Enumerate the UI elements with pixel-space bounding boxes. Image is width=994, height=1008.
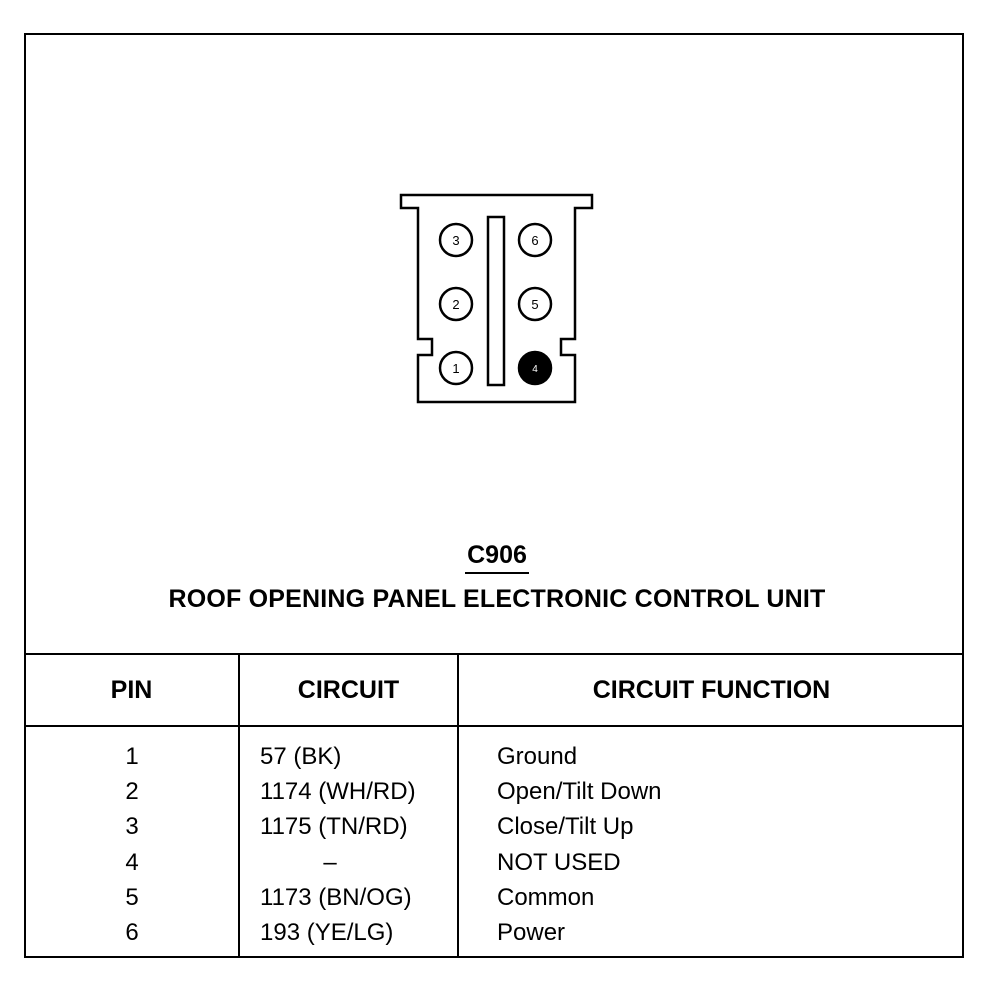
connector-description: ROOF OPENING PANEL ELECTRONIC CONTROL UN… [168,585,826,613]
svg-text:2: 2 [452,297,459,312]
table-row: 6 193 (YE/LG) Power [0,917,994,952]
column-divider-circuit [457,654,459,958]
circuit-cell: 57 (BK) [260,743,342,770]
svg-text:3: 3 [452,233,459,248]
function-cell: NOT USED [497,848,621,876]
svg-text:5: 5 [531,297,538,312]
table-row: 1 57 (BK) Ground [0,741,994,776]
circuit-cell: 1173 (BN/OG) [260,883,412,911]
table-row: 5 1173 (BN/OG) Common [0,882,994,917]
circuit-cell: 1174 (WH/RD) [260,778,416,806]
connector-id: C906 [0,540,994,574]
table-header-separator [24,725,964,727]
svg-text:6: 6 [531,233,538,248]
pin-5: 5 [517,286,553,322]
svg-text:1: 1 [452,361,459,376]
table-row: 2 1174 (WH/RD) Open/Tilt Down [0,776,994,811]
circuit-cell: 193 (YE/LG) [260,918,394,946]
table-body: 1 57 (BK) Ground 2 1174 (WH/RD) Open/Til… [0,741,994,952]
pin-cell: 3 [125,813,139,841]
pin-6: 6 [517,222,553,258]
pin-cell: 6 [125,918,139,946]
svg-text:4: 4 [532,364,538,375]
pin-2: 2 [438,286,474,322]
header-circuit-function: CIRCUIT FUNCTION [592,676,831,704]
pin-cell: 4 [125,848,139,876]
function-cell: Common [497,883,595,911]
table-top-border [24,653,964,655]
table-row: 3 1175 (TN/RD) Close/Tilt Up [0,811,994,846]
function-cell: Close/Tilt Up [497,813,634,841]
header-pin: PIN [110,676,153,704]
circuit-cell: – [323,848,337,876]
column-divider-pin [238,654,240,958]
function-cell: Power [497,918,566,946]
pin-3: 3 [438,222,474,258]
table-row: 4 – NOT USED [0,847,994,882]
circuit-cell: 1175 (TN/RD) [260,813,408,841]
pin-cell: 1 [125,743,139,770]
header-circuit: CIRCUIT [297,676,400,704]
pin-4-filled: 4 [517,350,553,386]
connector-id-text: C906 [465,540,529,574]
pin-cell: 2 [125,778,139,806]
function-cell: Ground [497,743,578,770]
pin-1: 1 [438,350,474,386]
function-cell: Open/Tilt Down [497,778,662,806]
connector-drawing: 3 2 1 6 5 4 [399,193,594,404]
center-key [486,215,506,387]
diagram-frame [24,33,964,958]
pin-cell: 5 [125,883,139,911]
